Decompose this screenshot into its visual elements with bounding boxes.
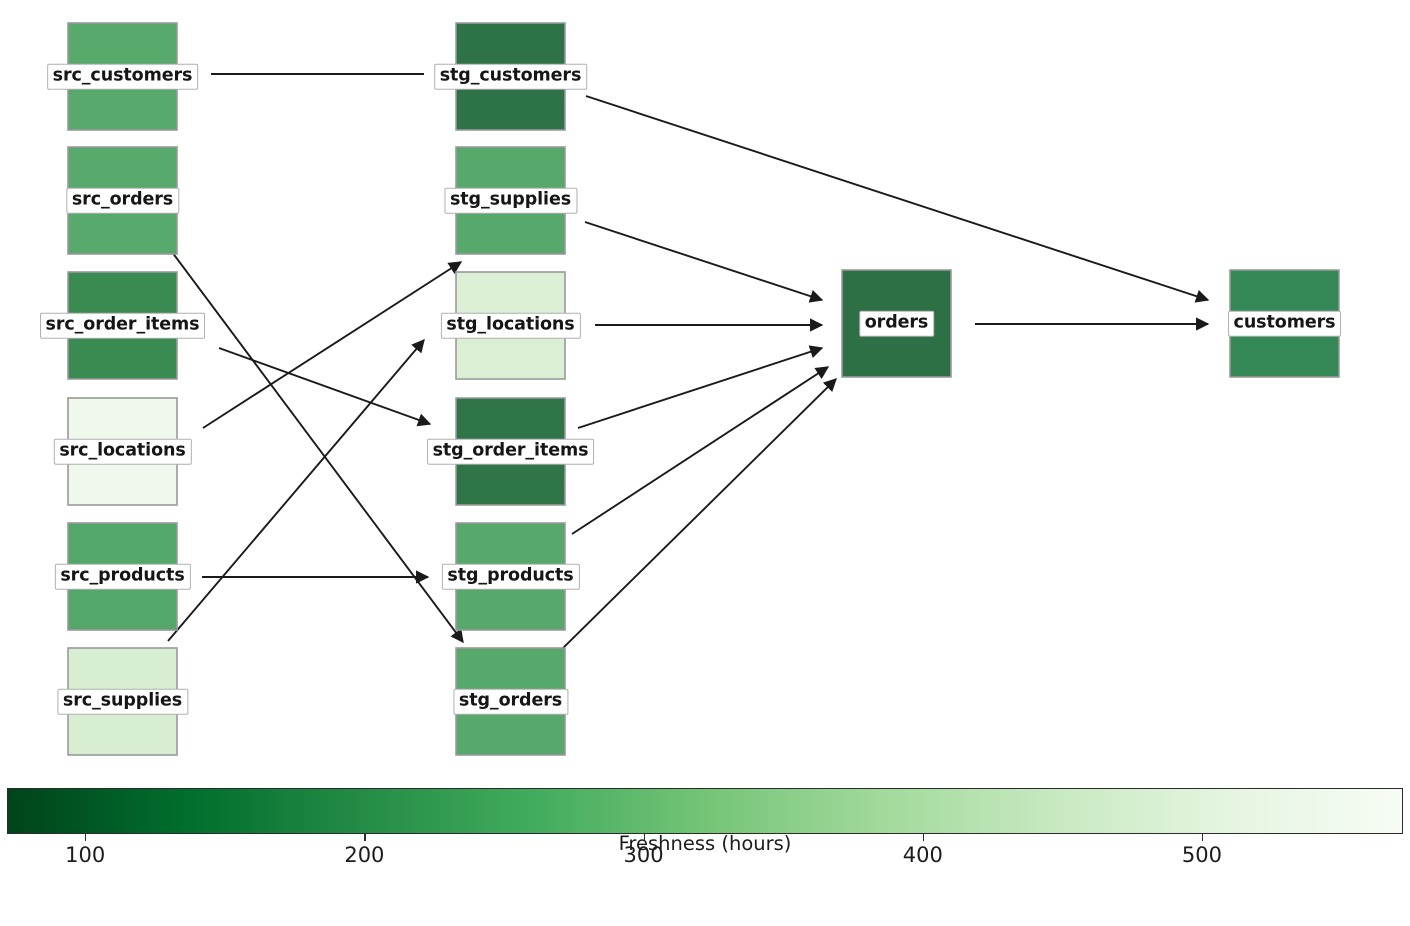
edge-stg_products-to-orders	[571, 366, 830, 535]
node-label-src_supplies[interactable]: src_supplies	[56, 688, 189, 715]
node-label-src_order_items[interactable]: src_order_items	[39, 312, 206, 339]
colorbar-tick-line	[1201, 834, 1204, 841]
colorbar-tick-line	[922, 834, 925, 841]
node-label-stg_order_items[interactable]: stg_order_items	[426, 438, 595, 465]
colorbar-tick-label: 100	[65, 843, 106, 867]
node-label-stg_locations[interactable]: stg_locations	[440, 312, 581, 339]
node-label-customers[interactable]: customers	[1227, 310, 1342, 337]
node-label-stg_products[interactable]: stg_products	[441, 563, 580, 590]
colorbar-tick-line	[643, 834, 645, 841]
edge-src_orders-to-stg_orders	[171, 251, 464, 644]
edge-stg_order_items-to-orders	[577, 345, 824, 429]
edge-src_order_items-to-stg_order_items	[218, 347, 432, 427]
node-label-stg_orders[interactable]: stg_orders	[452, 688, 569, 715]
colorbar-tick-label: 300	[623, 843, 664, 867]
node-label-stg_supplies[interactable]: stg_supplies	[443, 187, 578, 214]
node-label-src_locations[interactable]: src_locations	[53, 438, 192, 465]
colorbar-tick-label: 400	[902, 843, 943, 867]
edge-src_supplies-to-stg_supplies	[167, 338, 425, 642]
node-label-stg_customers[interactable]: stg_customers	[433, 63, 588, 90]
edge-layer	[167, 73, 1210, 651]
edge-src_locations-to-stg_locations	[202, 261, 463, 429]
edge-stg_orders-to-orders	[560, 378, 837, 651]
node-label-src_products[interactable]: src_products	[54, 563, 191, 590]
node-label-orders[interactable]: orders	[858, 310, 935, 337]
edge-stg_supplies-to-orders	[584, 221, 824, 303]
colorbar-gradient	[7, 788, 1403, 834]
colorbar-label: Freshness (hours)	[618, 832, 792, 855]
colorbar-tick-line	[364, 834, 366, 841]
node-label-src_customers[interactable]: src_customers	[46, 63, 199, 90]
colorbar-tick-label: 500	[1181, 843, 1223, 867]
node-rect-layer	[67, 22, 1340, 756]
edge-stg_customers-to-customers	[585, 95, 1210, 303]
colorbar: 100 200 300 400 500 Freshness (hours)	[7, 788, 1403, 867]
colorbar-tick-label: 200	[344, 843, 385, 867]
colorbar-tick-line	[85, 834, 87, 841]
node-label-src_orders[interactable]: src_orders	[65, 187, 180, 214]
